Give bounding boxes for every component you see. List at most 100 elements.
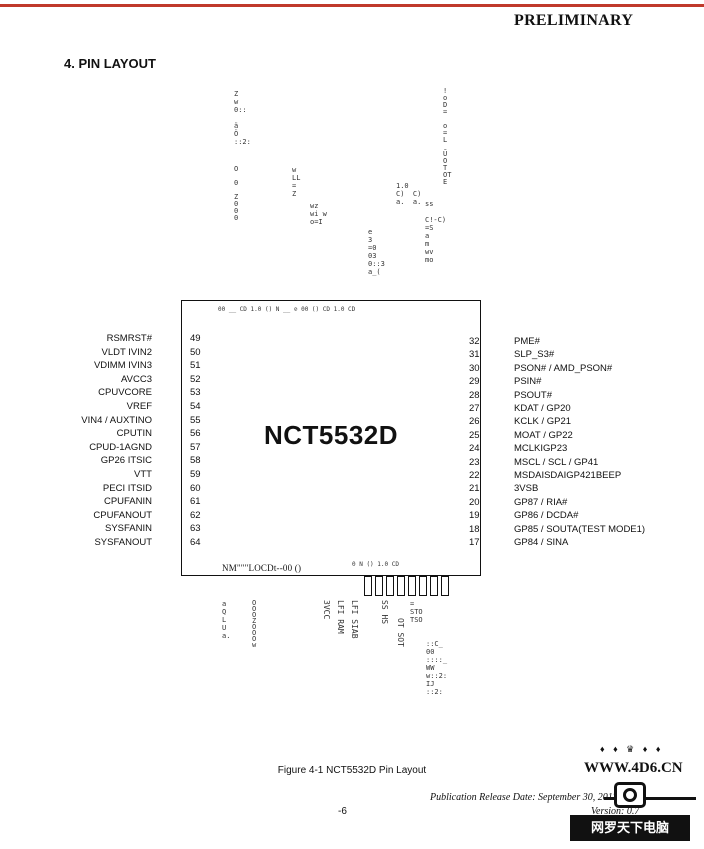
bottom-pin-vertical-5: SS HS: [380, 600, 389, 625]
left-pin-number: 53: [190, 387, 201, 399]
right-pin-name: GP85 / SOUTA(TEST MODE1): [514, 523, 646, 535]
left-pin-number: 59: [190, 469, 201, 480]
top-pin-labels-7: ss C!-C) =S a m wv mo: [425, 200, 447, 264]
right-pin-name: PME#: [514, 336, 540, 347]
top-pin-labels-6: e 3 =0 03 0::3 a_(: [368, 228, 385, 276]
left-pin-name: PECI ITSID: [102, 482, 152, 494]
right-pin-number: 17: [469, 537, 480, 548]
chip-name: NCT5532D: [263, 420, 399, 450]
right-pin-number: 29: [469, 376, 480, 388]
left-pin-name: CPUFANOUT: [93, 509, 152, 521]
right-pin-number: 24: [469, 443, 480, 455]
bottom-pin-vertical-3: 3VCC: [322, 600, 331, 620]
right-pin-number: 30: [469, 362, 480, 374]
left-pin-name: CPUVCORE: [98, 387, 152, 399]
camera-icon: [614, 782, 646, 808]
bottom-pin-vertical-1: LFI RAM: [336, 600, 345, 634]
camera-lens-icon: [623, 788, 637, 802]
right-pin-number: 19: [469, 510, 480, 522]
pin-box: [375, 576, 383, 596]
left-pin-number: 64: [190, 537, 201, 548]
left-pin-name: RSMRST#: [106, 333, 152, 344]
left-pin-number: 63: [190, 523, 201, 535]
page-number: -6: [338, 806, 347, 817]
top-pin-labels-4: wz wi w o=I: [310, 202, 327, 226]
watermark-bar-left: [604, 797, 614, 800]
section-heading: 4. PIN LAYOUT: [64, 56, 156, 71]
top-pin-labels-5: 1.0 C) C) a. a.: [396, 182, 422, 206]
top-pin-labels-2: O 0 Z 0 0 0: [234, 165, 239, 222]
pin-box: [397, 576, 405, 596]
right-pin-number: 23: [469, 456, 480, 468]
left-pin-number: 51: [190, 360, 201, 372]
top-pin-row: 00 __ CD 1.0 () N __ ⊘ 00 () CD 1.0 CD: [218, 306, 356, 313]
right-pin-name: KCLK / GP21: [514, 416, 572, 428]
pin-box: [430, 576, 438, 596]
bottom-pin-vertical-4: OT SOT: [396, 618, 405, 647]
right-pin-name: MSDAISDAIGP421BEEP: [514, 470, 622, 481]
left-pin-number: 58: [190, 455, 201, 467]
left-pin-number: 62: [190, 509, 201, 521]
right-pin-number: 27: [469, 403, 480, 414]
pin-box: [386, 576, 394, 596]
bottom-chip-string: NM"""LOCDt--00 (): [222, 563, 302, 573]
right-pin-name: MSCL / SCL / GP41: [514, 456, 599, 468]
left-pin-number: 50: [190, 346, 201, 358]
pin-box: [364, 576, 372, 596]
watermark-label: 网罗天下电脑: [570, 815, 690, 841]
right-pin-number: 26: [469, 416, 480, 428]
pin-box: [441, 576, 449, 596]
right-pin-name: SLP_S3#: [514, 349, 555, 361]
right-pin-number: 20: [469, 496, 480, 508]
figure-caption: Figure 4-1 NCT5532D Pin Layout: [277, 765, 427, 776]
right-pin-number: 31: [469, 349, 480, 361]
publication-date: Publication Release Date: September 30, …: [430, 792, 617, 803]
left-pin-number: 55: [190, 414, 201, 426]
left-pin-number: 49: [190, 333, 201, 344]
right-pin-name: GP86 / DCDA#: [514, 510, 579, 522]
left-pin-name: VREF: [126, 401, 152, 412]
document-status: PRELIMINARY: [514, 12, 634, 29]
watermark-url: WWW.4D6.CN: [584, 760, 683, 776]
top-pin-labels-8a: ! o D = o = L Ű O T OT E: [443, 87, 452, 186]
pin-box: [408, 576, 416, 596]
watermark-bar-right: [646, 797, 696, 800]
top-pin-labels-3: w LL = Z: [292, 166, 301, 198]
bottom-pin-labels-3: ::C_ 00 ::::_ WW w::2: IJ ::2:: [426, 640, 448, 696]
left-pin-name: VIN4 / AUXTINO: [81, 414, 152, 426]
version-label: Version: 0.7: [591, 806, 640, 817]
left-pin-name: AVCC3: [121, 373, 152, 385]
left-pin-number: 60: [190, 482, 201, 494]
right-pin-name: PSIN#: [514, 376, 542, 388]
left-pin-number: 52: [190, 373, 201, 385]
right-pin-name: GP84 / SINA: [514, 537, 569, 548]
right-pin-name: MCLKIGP23: [514, 443, 568, 455]
right-pin-number: 21: [469, 483, 480, 495]
bottom-pin-vertical-2: LFI SIAB: [350, 600, 359, 639]
right-pin-name: PSOUT#: [514, 389, 553, 401]
right-pin-number: 28: [469, 389, 480, 401]
left-pin-name: VLDT IVIN2: [101, 346, 152, 358]
left-pin-name: CPUFANIN: [103, 496, 152, 508]
right-pin-number: 32: [469, 336, 480, 347]
left-pin-name: CPUD-1AGND: [89, 441, 152, 453]
bottom-pin-labels-2: O O O Z O O O w: [252, 599, 257, 649]
left-pin-number: 56: [190, 428, 201, 440]
left-pin-name: CPUTIN: [116, 428, 152, 440]
right-pin-number: 18: [469, 523, 480, 535]
right-pin-number: 22: [469, 470, 480, 481]
bottom-pin-row: 0 N () 1.0 CD: [352, 561, 399, 568]
left-pin-name: SYSFANOUT: [94, 537, 152, 548]
left-pin-name: VTT: [134, 469, 152, 480]
left-pin-number: 61: [190, 496, 201, 508]
top-pin-labels-1: Z w 0:: ä Ö ::2:: [234, 90, 251, 146]
right-pin-name: KDAT / GP20: [514, 403, 571, 414]
left-pin-number: 57: [190, 441, 201, 453]
pin-box: [419, 576, 427, 596]
left-pin-name: VDIMM IVIN3: [93, 360, 152, 372]
bottom-pin-labels-4: = STO TSO: [410, 600, 423, 624]
chip-body: [181, 300, 481, 576]
right-pin-name: 3VSB: [514, 483, 539, 495]
left-pin-name: GP26 ITSIC: [100, 455, 152, 467]
right-pin-name: GP87 / RIA#: [514, 496, 568, 508]
